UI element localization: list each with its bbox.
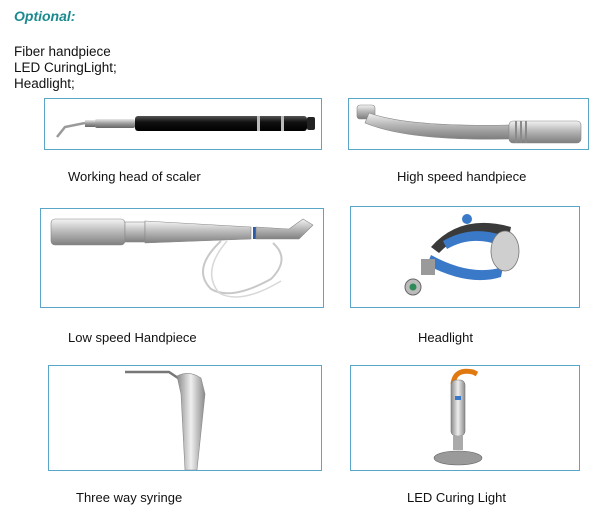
optional-item: Fiber handpiece: [14, 44, 111, 59]
product-image-scaler: [44, 98, 322, 150]
product-image-curing-light: [350, 365, 580, 471]
caption-curing-light: LED Curing Light: [407, 490, 506, 505]
caption-low-speed: Low speed Handpiece: [68, 330, 197, 345]
high-speed-handpiece-icon: [356, 104, 582, 144]
product-image-high-speed: [348, 98, 589, 150]
caption-scaler: Working head of scaler: [68, 169, 201, 184]
led-curing-light-icon: [433, 368, 483, 466]
caption-syringe: Three way syringe: [76, 490, 183, 505]
product-image-syringe: [48, 365, 322, 471]
optional-item: Headlight;: [14, 76, 75, 91]
optional-list: Fiber handpiece LED CuringLight; Headlig…: [14, 44, 117, 92]
optional-item: LED CuringLight;: [14, 60, 117, 75]
product-image-headlight: [350, 206, 580, 308]
scaler-working-head-icon: [56, 116, 315, 138]
caption-high-speed: High speed handpiece: [397, 169, 527, 184]
section-heading: Optional:: [14, 8, 76, 24]
three-way-syringe-icon: [125, 370, 206, 470]
product-image-low-speed: [40, 208, 324, 308]
caption-headlight: Headlight: [418, 330, 473, 345]
headlight-icon: [404, 214, 520, 296]
low-speed-handpiece-icon: [50, 218, 314, 298]
